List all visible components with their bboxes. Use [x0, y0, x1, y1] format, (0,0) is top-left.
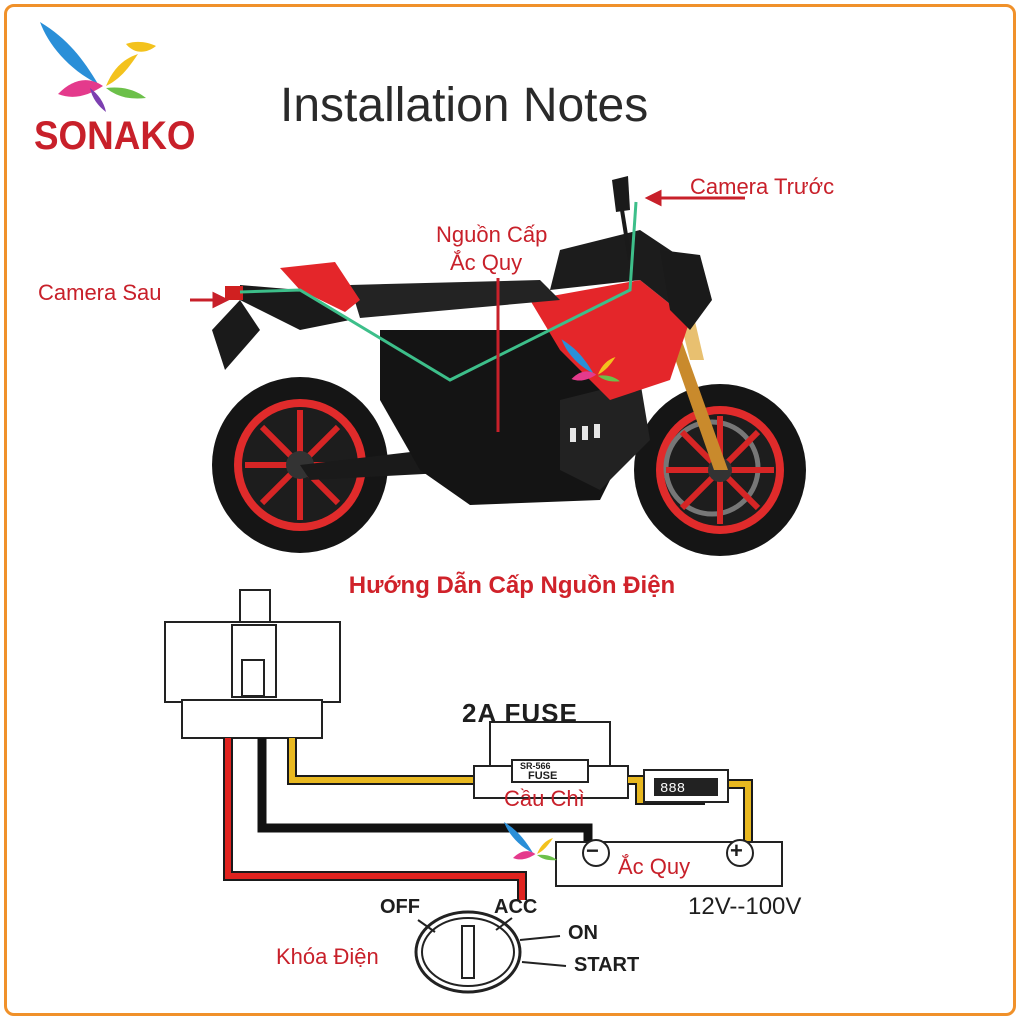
- black-wire: [257, 738, 593, 848]
- fuse-header-label: 2A FUSE: [462, 698, 578, 728]
- ignition-switch-icon: [414, 910, 567, 994]
- switch-start-label: START: [574, 954, 640, 976]
- switch-on-label: ON: [568, 922, 598, 944]
- rear-camera-label: Camera Sau: [38, 280, 162, 305]
- dvr-box: [164, 589, 341, 739]
- brand-name: SONAKO: [34, 114, 196, 158]
- battery-plus: +: [730, 838, 743, 863]
- motorcycle-illustration: [190, 176, 806, 556]
- fuse-body-text-1: SR-566: [520, 761, 551, 771]
- watermark-leaf-icon: [504, 822, 557, 861]
- front-camera-label: Camera Trước: [690, 174, 835, 199]
- page-title: Installation Notes: [280, 79, 649, 132]
- power-source-label-line1: Nguồn Cấp: [436, 222, 548, 247]
- fuse-body-text-2: FUSE: [528, 770, 558, 782]
- battery-minus: −: [586, 838, 599, 863]
- brand-logo: SONAKO: [28, 14, 196, 158]
- wiring-section-title: Hướng Dẫn Cấp Nguồn Điện: [348, 572, 676, 599]
- fuse-caption: Cầu Chì: [504, 786, 585, 811]
- fuse-holder: [473, 721, 629, 799]
- voltmeter: 888: [643, 769, 729, 803]
- yellow-wire: [287, 738, 478, 785]
- battery-label: Ắc Quy: [618, 854, 691, 879]
- leaf-logo-icon: [40, 22, 156, 112]
- power-source-label-line2: Ắc Quy: [450, 250, 523, 275]
- battery: [555, 839, 783, 887]
- svg-text:888: 888: [660, 781, 685, 797]
- ignition-switch-caption: Khóa Điện: [276, 944, 379, 969]
- switch-off-label: OFF: [380, 896, 420, 918]
- page-frame: [4, 4, 1016, 1016]
- watermark-leaf-icon: [561, 339, 620, 382]
- voltage-label: 12V--100V: [688, 893, 802, 920]
- switch-acc-label: ACC: [494, 896, 538, 918]
